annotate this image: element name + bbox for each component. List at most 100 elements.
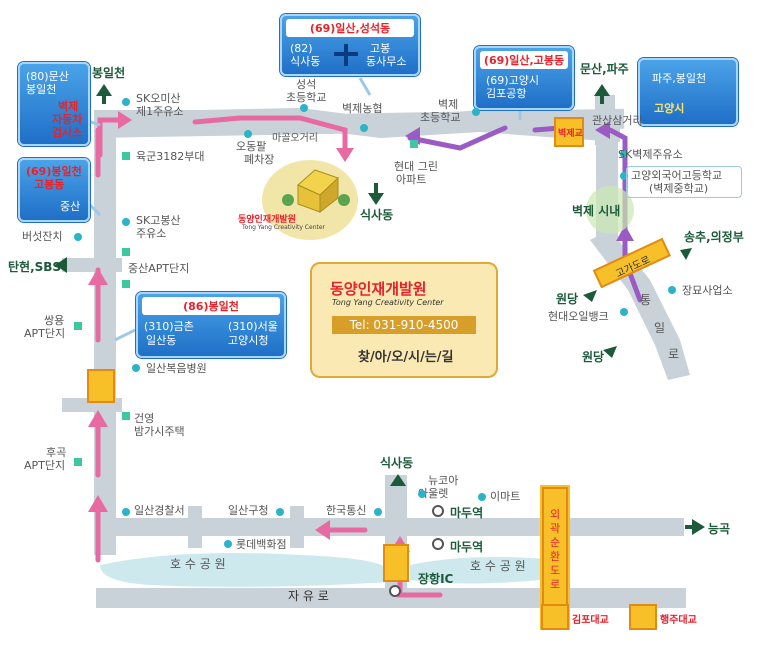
label-sk-byeokje: SK벽제주유소	[618, 148, 683, 161]
haengju-bridge-box	[629, 604, 657, 630]
arrow-junction-icon	[334, 42, 358, 68]
label-ilsan-hospital: 일산복음병원	[146, 362, 207, 375]
road-cross1	[188, 506, 202, 548]
road-tanhyeon	[62, 258, 122, 272]
sign-text: (310)금촌	[144, 320, 194, 333]
label-tanhyeon: 탄현,SBS	[8, 260, 62, 274]
label-mushroom: 버섯잔치	[22, 230, 63, 243]
poi-hanguk	[374, 508, 382, 516]
label-ssangyong2: APT단지	[24, 327, 66, 340]
sign-text: (310)서울	[228, 320, 278, 333]
telephone: Tel: 031-910-4500	[332, 316, 476, 334]
label-siksa2: 식사동	[380, 456, 414, 470]
sign-top-right: (69)일산,고봉동 (69)고양시 김포공항	[474, 46, 574, 110]
label-il: 일	[654, 321, 666, 335]
label-sk-gobong: SK고봉산	[136, 214, 181, 227]
label-goyang-foreign2: (벽제중학교)	[649, 182, 709, 195]
label-army: 육군3182부대	[136, 150, 205, 163]
label-neunggok: 능곡	[708, 522, 731, 536]
sign-center: (86)봉일천 (310)금촌 일산동 (310)서울 고양시청	[136, 292, 286, 358]
road-jayuro	[96, 588, 686, 608]
poi-army	[122, 152, 130, 160]
sign-header: (86)봉일천	[142, 297, 280, 315]
label-goyang-foreign: 고양외국어고등학교	[631, 169, 723, 182]
label-hugok: 후곡	[46, 446, 67, 459]
label-ilsan-police: 일산경찰서	[134, 504, 185, 517]
sign-far-right: 파주,봉일천 고양시	[638, 58, 738, 126]
logo-english: Tong Yang Creativity Center	[332, 298, 444, 307]
poi-ilsan-police	[122, 508, 130, 516]
poi-sk-gobong	[122, 218, 130, 226]
arrow-up-siksa2	[390, 474, 406, 486]
logo-korean: 동양인재개발원	[330, 280, 427, 298]
sign-text: 벽제	[58, 100, 79, 113]
label-byeokje-nonghyup: 벽제농협	[342, 102, 383, 115]
overpass	[592, 237, 671, 289]
label-ilsan-office: 일산구청	[228, 504, 269, 517]
info-box: 동양인재개발원 Tong Yang Creativity Center Tel:…	[310, 262, 498, 378]
label-songchu: 송추,의정부	[684, 230, 744, 244]
label-odongpal: 오동팔	[236, 140, 267, 153]
label-seongseok2: 초등학교	[286, 91, 327, 104]
label-madu1: 마두역	[450, 506, 484, 520]
label-wondang1: 원당	[556, 292, 579, 306]
poi-mushroom	[74, 233, 82, 241]
poi-ssangyong	[74, 322, 82, 330]
label-lake2: 호 수 공 원	[470, 559, 526, 573]
poi-jungsan2	[122, 280, 130, 288]
arrow-up-purple-3	[616, 225, 634, 241]
arrow-up-munsan	[594, 84, 610, 96]
lake-park-east	[410, 556, 560, 584]
label-ssangyong: 쌍용	[44, 314, 65, 327]
label-emart: 이마트	[490, 490, 521, 503]
sign-text: (69)고양시	[486, 74, 539, 87]
label-jangsa: 장묘사업소	[682, 284, 733, 297]
arrow-left-purple-1	[595, 121, 610, 139]
arrow-up-pink-3	[88, 268, 108, 285]
label-jungsan-apt: 중산APT단지	[128, 262, 190, 275]
sign-left-mid: (69)봉일천 고봉동 중산	[18, 158, 90, 222]
sign-text: (69)봉일천	[26, 165, 82, 178]
arrow-up-pink-1	[88, 495, 108, 512]
label-lotte: 롯데백화점	[236, 538, 287, 551]
label-sk-omisan2: 제1주유소	[136, 105, 184, 118]
label-hugok2: APT단지	[24, 459, 66, 472]
label-odongpal2: 폐차장	[244, 153, 275, 166]
sign-pointer-1	[358, 77, 372, 96]
poi-byeokje-school	[472, 108, 480, 116]
arrow-wondang2	[603, 346, 617, 358]
road-top-curve	[94, 108, 620, 142]
poi-emart	[478, 493, 486, 501]
sign-text: 고양시	[654, 102, 685, 115]
arrow-down-siksa	[368, 193, 384, 205]
arrow-up-bongilcheon	[96, 84, 112, 96]
label-jayuro: 자 유 로	[288, 589, 329, 603]
sign-text: 고양시청	[228, 334, 269, 347]
sign-text: 김포공항	[486, 87, 527, 100]
label-gimpo-bridge: 김포대교	[572, 615, 609, 626]
label-hyundai2: 아파트	[396, 173, 427, 186]
interchange-west	[87, 369, 115, 403]
label-tong: 통	[640, 293, 652, 307]
route-purple-segment-2	[407, 125, 508, 151]
byeokje-highlight	[586, 186, 634, 234]
label-magol: 마골오거리	[272, 133, 318, 144]
label-seongseok: 성석	[296, 78, 317, 91]
lake-park-west	[100, 552, 390, 587]
poi-lotte	[224, 540, 232, 548]
sign-pointer-5	[114, 328, 136, 342]
jangang-ic-box	[383, 544, 409, 582]
road-cross2	[290, 506, 304, 548]
label-sk-gobong2: 주유소	[136, 227, 167, 240]
sign-text: (80)문산	[26, 70, 69, 83]
sign-text: 고봉동	[34, 178, 65, 191]
poi-ilsan-office	[276, 508, 284, 516]
label-bongilcheon: 봉일천	[92, 66, 126, 80]
poi-jungsan	[122, 248, 130, 256]
label-hanguk: 한국통신	[326, 504, 367, 517]
arrow-right-pink-4	[118, 111, 132, 129]
building-logo: 동양인재개발원	[238, 215, 296, 225]
label-hyundai-oil: 현대오일뱅크	[548, 310, 609, 323]
label-wondang2: 원당	[582, 350, 605, 364]
